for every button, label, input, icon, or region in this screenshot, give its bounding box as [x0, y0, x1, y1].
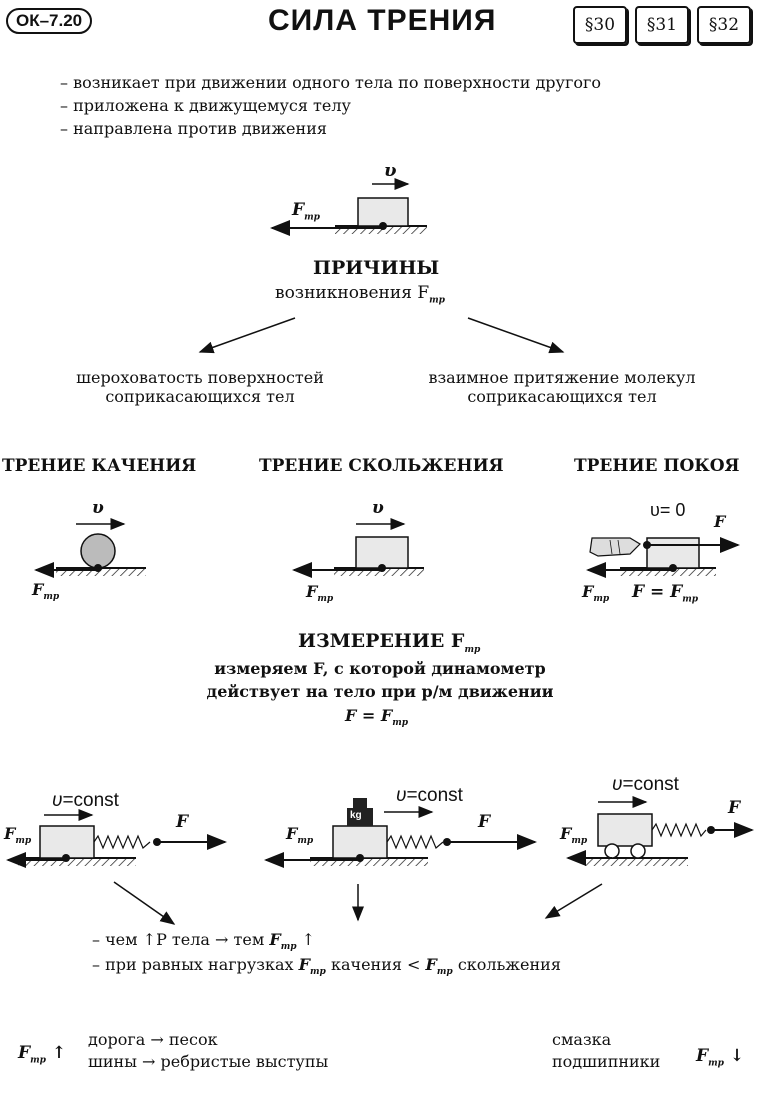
page-title: СИЛА ТРЕНИЯ: [268, 4, 497, 37]
weight-label: kg: [350, 810, 362, 821]
conclusion-line-1: – чем ↑P тела → тем Fтр ↑: [92, 930, 316, 953]
rolling-diagram: [34, 518, 146, 578]
sliding-diagram: [292, 518, 424, 578]
measure3-friction-label: Fтр: [560, 824, 588, 847]
measure-diagram-3: [566, 796, 754, 866]
const-label-2: υ=const: [396, 785, 463, 806]
causes-title: ПРИЧИНЫ: [313, 257, 440, 279]
arrow-conclusion-left: [113, 881, 176, 925]
measurement-title: ИЗМЕРЕНИЕ Fтр: [298, 630, 481, 655]
sliding-friction-heading: ТРЕНИЕ СКОЛЬЖЕНИЯ: [259, 456, 504, 476]
badge-ok: ОК–7.20: [6, 8, 93, 34]
static-friction-label: Fтр: [582, 582, 610, 605]
sliding-velocity-label: υ: [372, 498, 384, 518]
rolling-friction-heading: ТРЕНИЕ КАЧЕНИЯ: [2, 456, 197, 476]
paragraph-ref-30: §30: [573, 6, 627, 44]
arrow-conclusion-right: [544, 883, 603, 919]
property-2: – приложена к движущемуся телу: [60, 96, 351, 115]
sliding-friction-label: Fтр: [306, 582, 334, 605]
bottom-right-symbol: Fтр ↓: [696, 1046, 745, 1069]
static-velocity-zero: υ= 0: [650, 500, 686, 520]
measurement-formula: F = Fтр: [345, 706, 409, 729]
static-friction-heading: ТРЕНИЕ ПОКОЯ: [574, 456, 740, 476]
measure2-force-label: F: [478, 812, 491, 832]
const-label-3: υ=const: [612, 774, 679, 795]
bottom-left-symbol: Fтр ↑: [18, 1043, 67, 1066]
measurement-line-2: действует на тело при р/м движении: [206, 682, 554, 701]
measure3-force-label: F: [728, 798, 741, 818]
conclusion-line-2: – при равных нагрузках Fтр качения < Fтр…: [92, 955, 561, 978]
paragraph-ref-31: §31: [635, 6, 689, 44]
measure-diagram-2: [264, 798, 537, 868]
bottom-left-line-1: дорога → песок: [88, 1030, 218, 1049]
static-applied-force-label: F: [714, 512, 726, 531]
bottom-right-line-2: подшипники: [552, 1052, 661, 1071]
measurement-line-1: измеряем F, с которой динамометр: [214, 659, 546, 678]
paragraph-ref-32: §32: [697, 6, 751, 44]
static-diagram: [586, 537, 740, 578]
measure1-force-label: F: [176, 812, 189, 832]
rolling-friction-label: Fтр: [32, 580, 60, 603]
causes-subtitle: возникновения Fтр: [275, 283, 445, 306]
cause-arrow-left: [198, 317, 296, 354]
friction-force-label: Fтр: [292, 200, 320, 223]
cause-arrow-right: [467, 317, 565, 354]
velocity-label: υ: [384, 160, 397, 181]
bottom-right-line-1: смазка: [552, 1030, 612, 1049]
bottom-left-line-2: шины → ребристые выступы: [88, 1052, 329, 1071]
rolling-velocity-label: υ: [92, 498, 104, 518]
measure1-friction-label: Fтр: [4, 824, 32, 847]
const-label-1: υ=const: [52, 790, 119, 811]
property-3: – направлена против движения: [60, 119, 327, 138]
static-equality: F = Fтр: [632, 582, 699, 605]
measure-diagram-1: [6, 809, 227, 868]
top-block-diagram: [270, 178, 427, 236]
measure2-friction-label: Fтр: [286, 824, 314, 847]
property-1: – возникает при движении одного тела по …: [60, 73, 601, 92]
